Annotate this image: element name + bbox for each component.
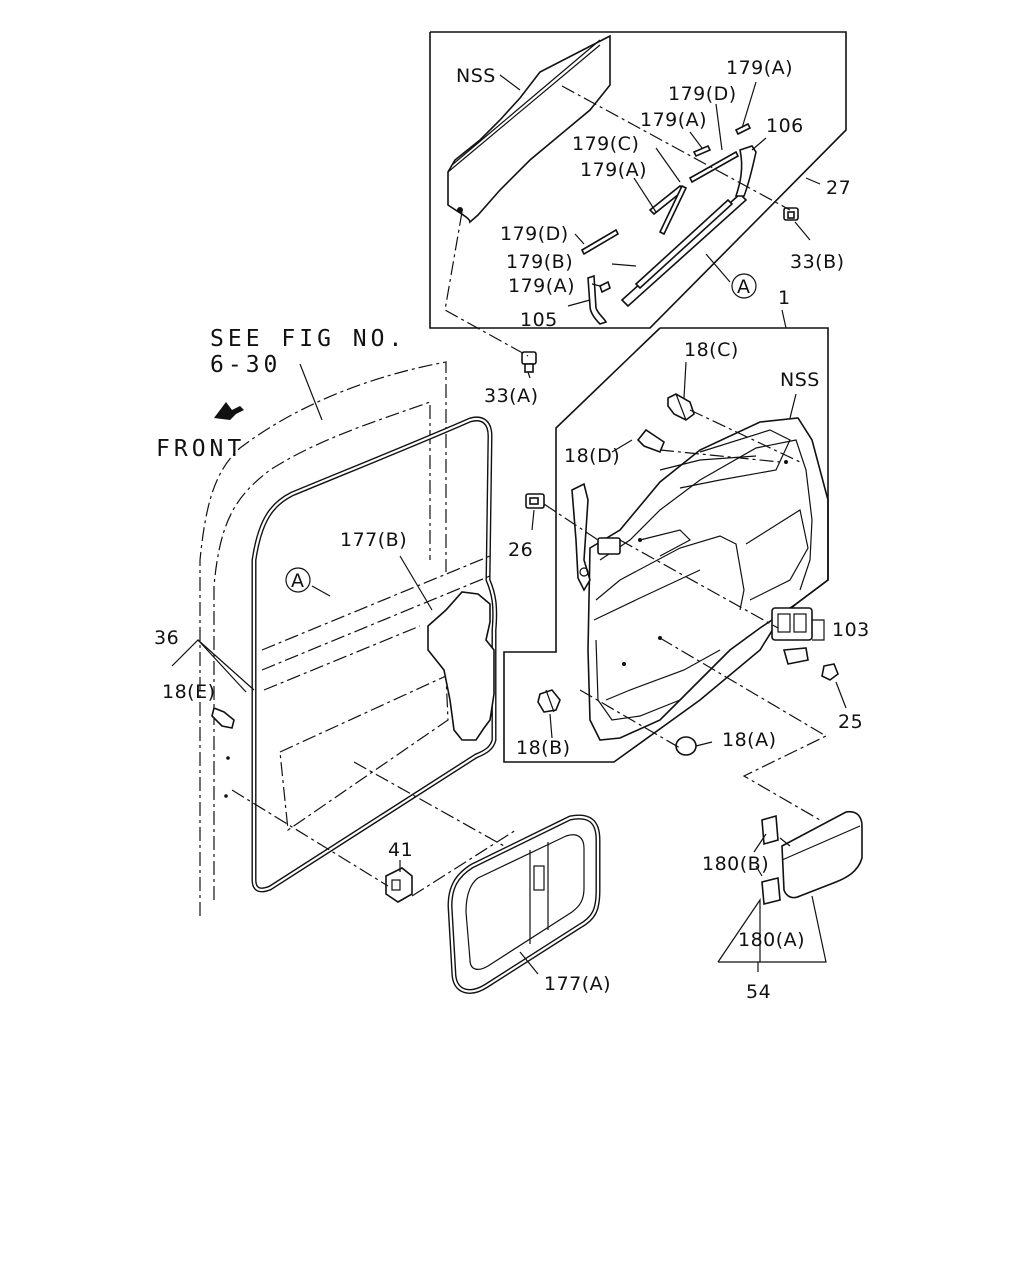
label-179d-2: 179(D) (500, 223, 569, 245)
label-179b: 179(B) (506, 251, 573, 273)
label-26: 26 (508, 539, 533, 561)
label-177a: 177(A) (544, 973, 611, 995)
label-41: 41 (388, 839, 413, 861)
see-fig-number: 6-30 (210, 352, 281, 378)
label-nss-top: NSS (456, 65, 496, 87)
leader-lines-panel (531, 361, 847, 821)
door-outline (199, 361, 447, 916)
label-179d-1: 179(D) (668, 83, 737, 105)
label-180b: 180(B) (702, 853, 769, 875)
window-glass-177a (447, 814, 601, 994)
label-33a: 33(A) (484, 385, 539, 407)
label-nss-panel: NSS (780, 369, 820, 391)
door-trim-panel (587, 417, 829, 741)
inset-box-27 (429, 31, 847, 329)
clip-41-icon (385, 867, 413, 903)
clip-26-icon (525, 493, 545, 509)
clip-33a-icon (521, 351, 537, 373)
circle-a-marker-left (285, 567, 311, 593)
clip-18b-icon (537, 689, 561, 713)
door-seal-loop (251, 416, 498, 893)
label-103: 103 (832, 619, 870, 641)
pad-177b (427, 591, 495, 741)
label-18b: 18(B) (516, 737, 571, 759)
label-18a: 18(A) (722, 729, 777, 751)
see-fig-label: SEE FIG NO. (210, 326, 406, 352)
label-179a-2: 179(A) (640, 109, 707, 131)
label-18e: 18(E) (162, 681, 216, 703)
label-179a-3: 179(A) (580, 159, 647, 181)
nss-trim-strip (447, 34, 611, 224)
bracket-18d-icon (636, 428, 665, 454)
label-179c: 179(C) (572, 133, 639, 155)
circle-a-marker-top (731, 273, 757, 299)
label-18d: 18(D) (564, 445, 620, 467)
label-179a-4: 179(A) (508, 275, 575, 297)
leader-lines-door (171, 363, 539, 975)
door-inner-details (261, 555, 491, 832)
pocket-box-54 (717, 810, 863, 972)
label-25: 25 (838, 711, 863, 733)
screw-25-icon (821, 663, 839, 681)
bracket-103-icon (771, 607, 813, 665)
front-label: FRONT (156, 436, 245, 462)
diagram-labels: SEE FIG NO. 6-30 FRONT NSS 179(A) 179(D)… (154, 57, 870, 1003)
clip-18e-icon (211, 706, 235, 729)
label-33b: 33(B) (790, 251, 845, 273)
label-18c: 18(C) (684, 339, 739, 361)
label-106: 106 (766, 115, 804, 137)
label-105: 105 (520, 309, 558, 331)
label-177b: 177(B) (340, 529, 407, 551)
leader-lines-top (444, 74, 821, 379)
grip-strip (571, 482, 591, 592)
label-27: 27 (826, 177, 851, 199)
button-18a-icon (675, 736, 697, 756)
arrow-down-left-icon (214, 402, 244, 420)
weatherstrips-179 (580, 122, 757, 325)
clip-18c-icon (667, 393, 695, 421)
label-circle-a-top: A (737, 276, 751, 298)
label-circle-a-left: A (291, 570, 305, 592)
label-179a-1: 179(A) (726, 57, 793, 79)
label-36: 36 (154, 627, 179, 649)
label-54: 54 (746, 981, 771, 1003)
clip-34-icon (597, 537, 621, 555)
label-1: 1 (778, 287, 791, 309)
label-180a: 180(A) (738, 929, 805, 951)
clip-33b-icon (783, 207, 799, 221)
